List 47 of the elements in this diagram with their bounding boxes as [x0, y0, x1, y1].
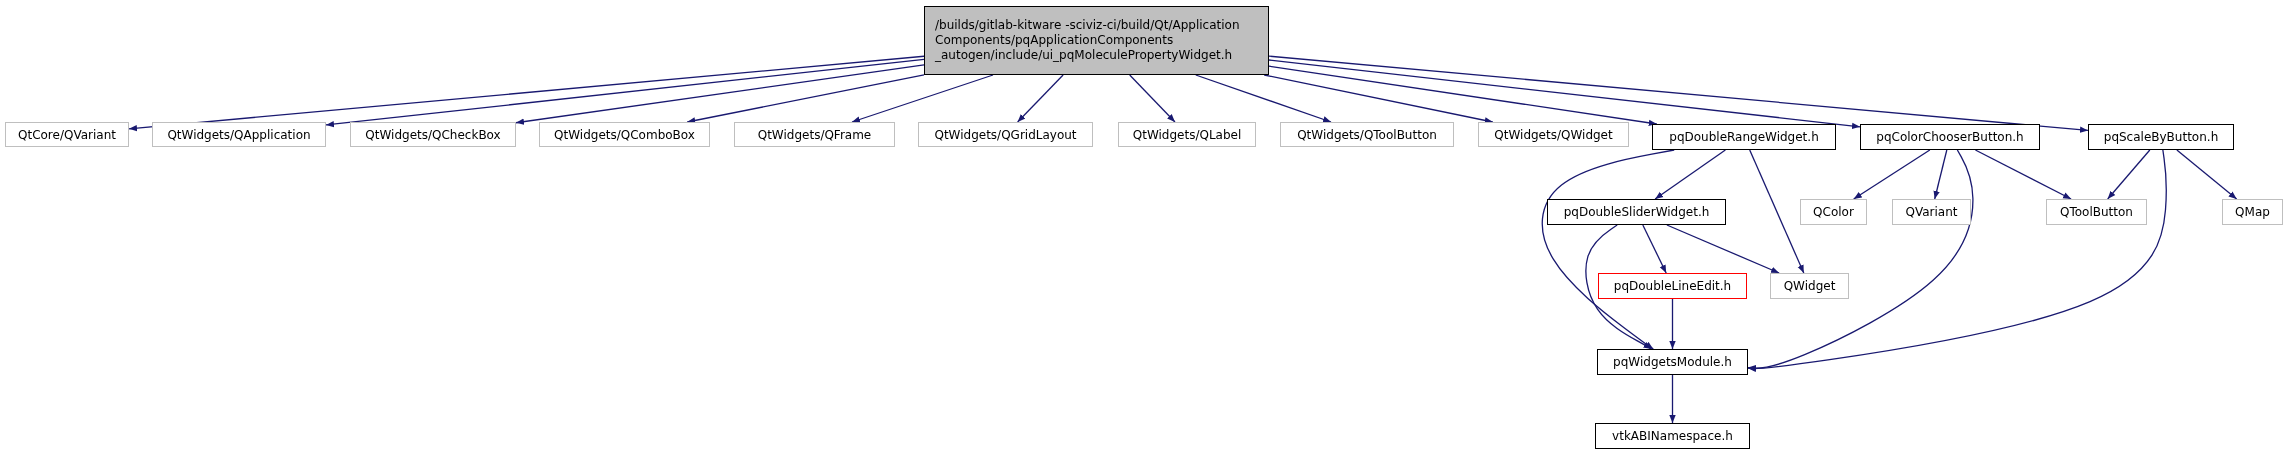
header-file-box: QtWidgets/QToolButton [1280, 122, 1454, 147]
arrow [1669, 374, 1676, 424]
header-file-box: QVariant [1892, 199, 1971, 225]
header-file-box: QtCore/QVariant [5, 122, 129, 147]
arrow [1974, 149, 2072, 200]
header-file-box: pqDoubleLineEdit.h [1598, 273, 1747, 299]
header-file-box: QtWidgets/QLabel [1118, 122, 1256, 147]
arrow [851, 74, 994, 123]
arrow [1016, 74, 1064, 123]
header-file-box: QToolButton [2046, 199, 2147, 225]
arrow [325, 58, 925, 128]
arrow [2176, 149, 2238, 200]
header-file-box: vtkABINamespace.h [1595, 423, 1750, 449]
arrow [128, 55, 925, 132]
arrow [1853, 149, 1931, 200]
arrow [1268, 55, 2089, 133]
arrow [1129, 74, 1176, 123]
arrow [1541, 149, 1675, 350]
header-file-box: QtWidgets/QWidget [1478, 122, 1629, 147]
header-file-box: pqWidgetsModule.h [1597, 349, 1748, 375]
arrow [1747, 149, 2167, 373]
header-file-box: pqColorChooserButton.h [1860, 124, 2040, 150]
arrow [2107, 149, 2151, 200]
header-file-box: pqDoubleRangeWidget.h [1652, 124, 1836, 150]
header-file-box: QMap [2222, 199, 2283, 225]
header-file-box: QtWidgets/QFrame [734, 122, 895, 147]
file-box: /builds/gitlab-kitware -sciviz-ci/build/Qt/Application Components/pqApplicationComponents _autogen/include/ui_pqMoleculePropertyWidget.h [924, 6, 1269, 75]
arrow [1669, 298, 1676, 350]
arrow [1195, 74, 1332, 123]
header-file-box: QColor [1800, 199, 1867, 225]
arrow [1654, 149, 1726, 200]
arrow [686, 74, 925, 124]
arrow [1268, 65, 1658, 126]
header-file-box: pqDoubleSliderWidget.h [1547, 199, 1726, 225]
header-file-box: QtWidgets/QApplication [152, 122, 326, 147]
header-file-box: QWidget [1770, 273, 1849, 299]
header-file-box: QtWidgets/QGridLayout [918, 122, 1093, 147]
arrow [1933, 149, 1948, 200]
arrow [1666, 224, 1780, 274]
arrow [515, 64, 925, 125]
header-file-box: QtWidgets/QComboBox [539, 122, 710, 147]
header-file-box: pqScaleByButton.h [2088, 124, 2234, 150]
arrow [1749, 149, 1805, 274]
header-file-box: QtWidgets/QCheckBox [350, 122, 516, 147]
arrow [1263, 74, 1494, 124]
arrow [1268, 59, 1861, 130]
arrow [1642, 224, 1667, 274]
